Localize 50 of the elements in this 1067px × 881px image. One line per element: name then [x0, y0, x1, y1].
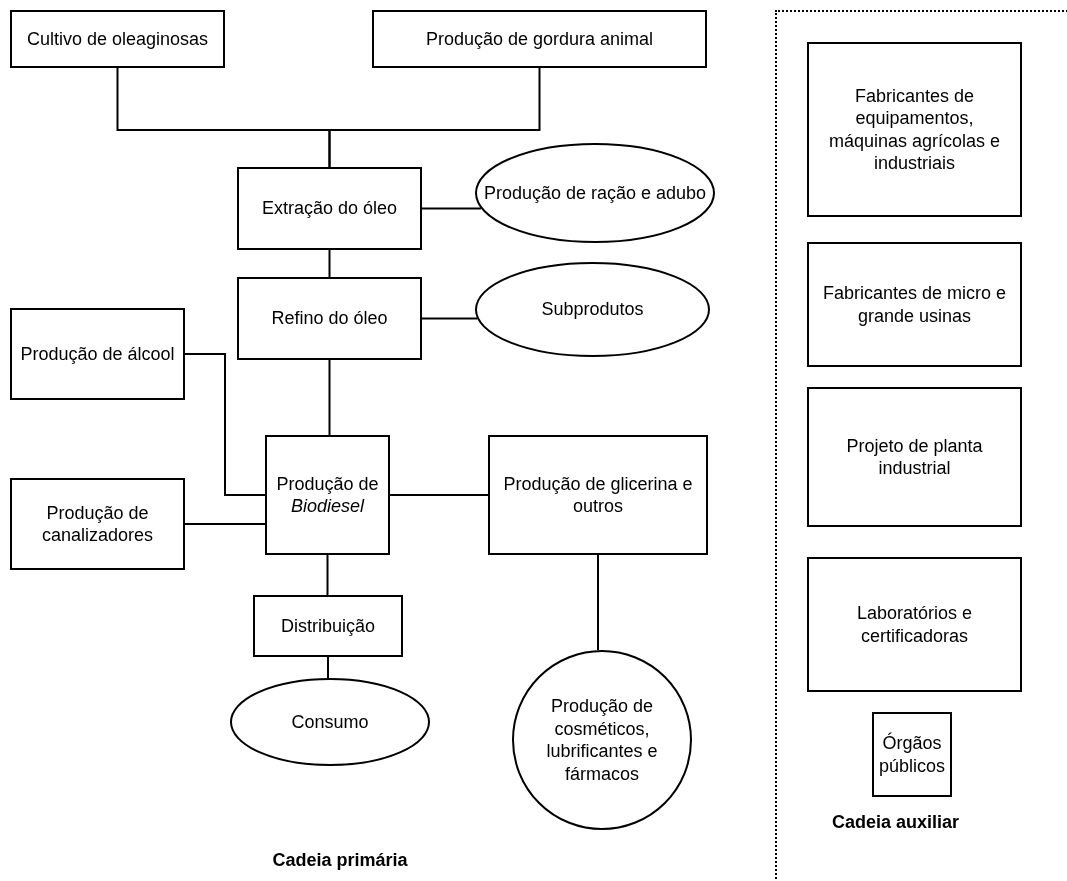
node-text: Subprodutos: [541, 298, 644, 321]
node-text: Produção de gordura animal: [425, 27, 654, 51]
node-text: Produção de Biodiesel: [275, 472, 380, 518]
connector-line: [184, 523, 266, 525]
connector-line: [389, 494, 489, 496]
node-text: Produção de álcool: [20, 342, 175, 366]
process-box: [265, 435, 390, 555]
node-text: Produção de ração e adubo: [483, 181, 707, 205]
node-text: Produção de cosméticos, lubrificantes e fármacos: [545, 695, 659, 785]
process-box: [10, 478, 185, 570]
connector-line: [327, 656, 329, 679]
node-text: Fabricantes de equipamentos, máquinas agrícolas e industriais: [827, 84, 1002, 175]
node-text: Produção de glicerina e outros: [502, 472, 694, 518]
connector-line: [421, 317, 479, 320]
process-box: [488, 435, 708, 555]
process-box: [807, 42, 1022, 217]
panel-heading: Cadeia auxiliar: [832, 811, 960, 834]
process-box: [372, 10, 707, 68]
node-text: Projeto de planta industrial: [845, 434, 984, 480]
process-box: [10, 308, 185, 400]
node-text: Órgãos públicos: [879, 732, 946, 777]
process-box: [807, 557, 1022, 692]
connector-line: [328, 67, 541, 168]
section-caption: Cadeia primária: [271, 849, 409, 872]
ellipse-node: [512, 650, 692, 830]
connector-line: [597, 554, 599, 652]
node-text: Refino do óleo: [271, 307, 388, 330]
connector-line: [328, 359, 331, 436]
connector-line: [421, 207, 482, 210]
process-box: [872, 712, 952, 797]
node-text: Distribuição: [280, 614, 375, 638]
ellipse-node: [230, 678, 430, 766]
connector-line: [328, 249, 331, 278]
node-text: Extração do óleo: [261, 197, 398, 220]
node-text: Laboratórios e certificadoras: [855, 602, 974, 647]
process-box: [807, 242, 1022, 367]
connector-line: [184, 353, 266, 496]
dotted-panel: [775, 10, 1067, 881]
process-box: [237, 277, 422, 360]
connector-line: [326, 554, 329, 596]
ellipse-node: [475, 143, 715, 243]
process-box: [253, 595, 403, 657]
node-text: Cultivo de oleaginosas: [26, 27, 209, 51]
ellipse-node: [475, 262, 710, 357]
process-box: [807, 387, 1022, 527]
process-box: [237, 167, 422, 250]
node-text: Fabricantes de micro e grande usinas: [821, 282, 1008, 327]
node-text: Consumo: [291, 710, 369, 734]
process-box: [10, 10, 225, 68]
node-text: Produção de canalizadores: [40, 501, 155, 547]
